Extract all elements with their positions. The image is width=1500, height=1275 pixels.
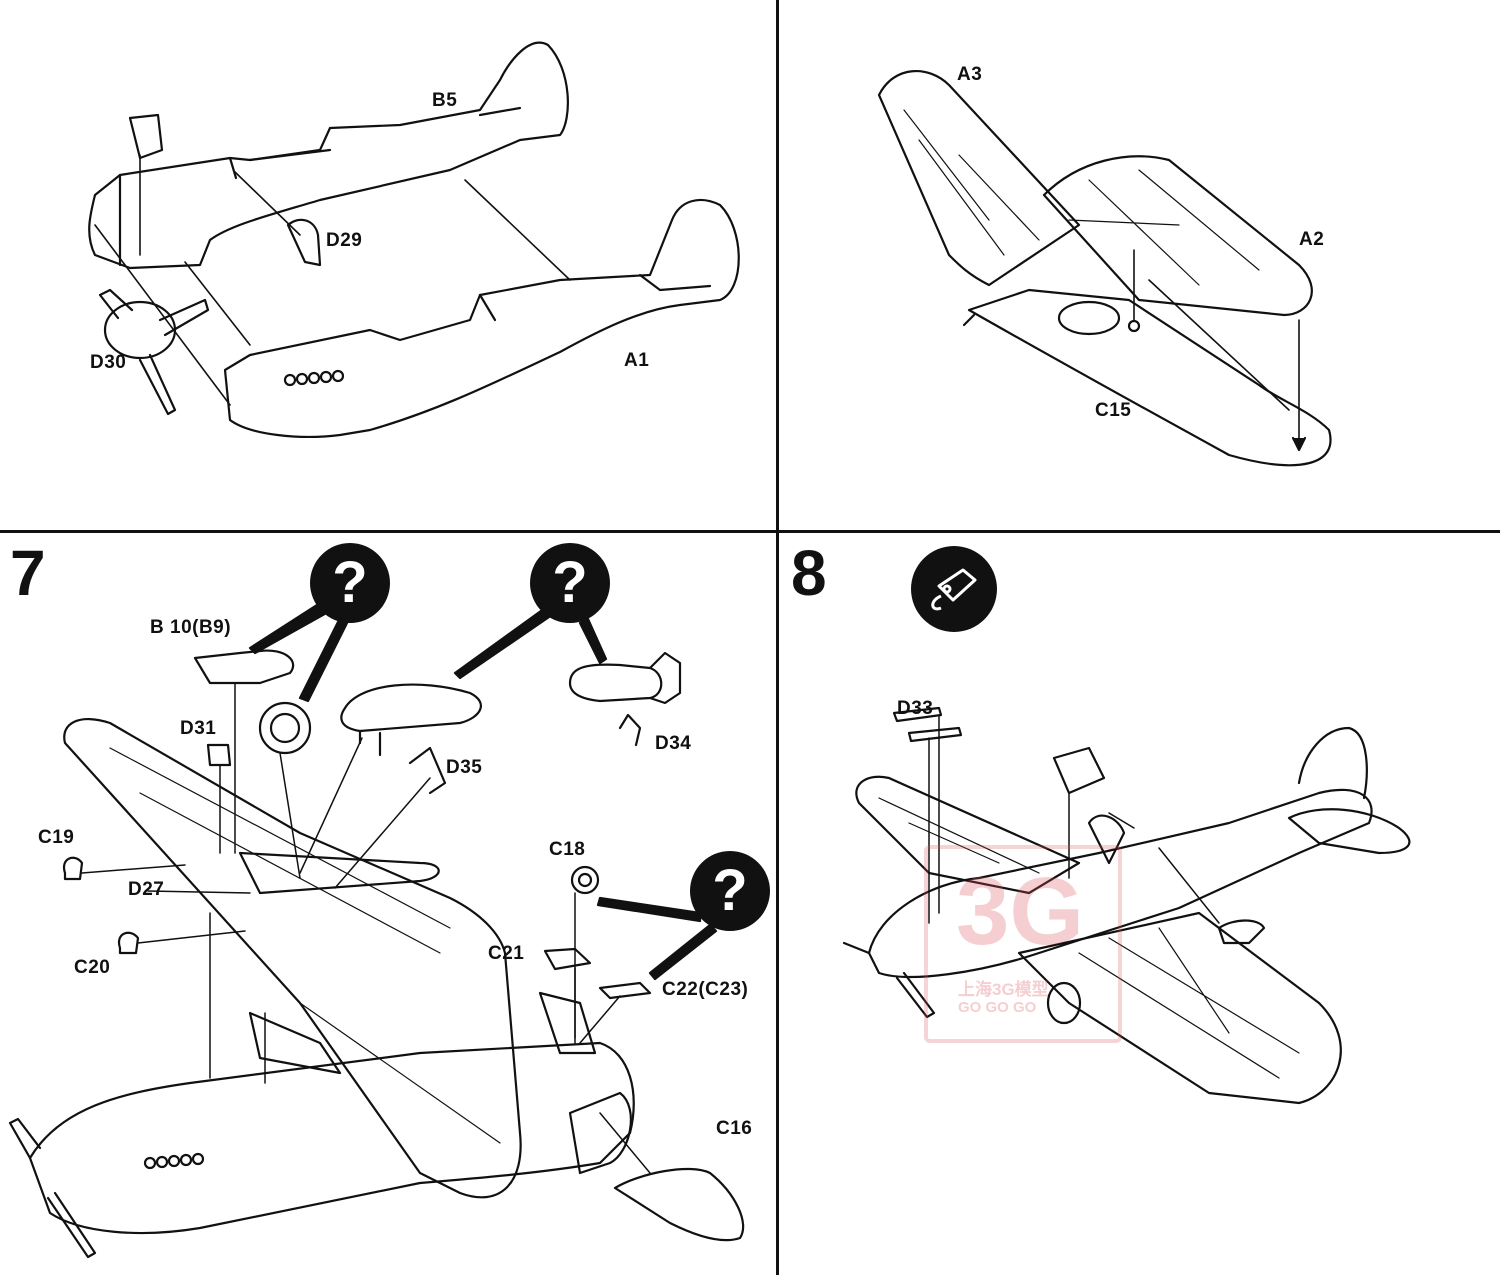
question-mark-icon: ? [530,543,610,623]
part-seat [128,113,164,160]
label-d29: D29 [326,230,363,251]
horizontal-divider [0,530,1500,533]
part-c16 [613,1167,745,1242]
part-c15-outline [967,288,1332,467]
label-c22: C22(C23) [662,979,749,1000]
part-d35-drop-tank [340,683,482,733]
part-c22 [598,981,652,1000]
part-c19 [62,856,84,881]
part-d30-propeller [98,288,210,416]
part-d29 [286,218,322,267]
label-c16: C16 [716,1118,753,1139]
part-a3-outline [877,70,1081,287]
label-c21: C21 [488,943,525,964]
step-7-drawing [8,601,745,1259]
label-c20: C20 [74,957,111,978]
fuselage-outline [28,1041,635,1235]
label-d33: D33 [897,698,934,719]
part-d34-bomb [568,663,663,703]
question-mark-icon: ? [690,851,770,931]
panel-wing-assembly: A3 A2 C15 [779,0,1500,530]
label-c18: C18 [549,839,586,860]
part-b5-outline [88,41,569,270]
part-a2-outline [1042,155,1313,317]
part-c21 [543,947,592,971]
part-d33 [892,706,943,723]
label-a3: A3 [957,64,983,85]
panel-step-8: 8 [779,533,1500,1275]
panel-step-7: 7 ? ? ? [0,533,776,1275]
wing-outline [63,718,522,1199]
step-8-drawing [842,706,1411,1105]
part-c20 [117,931,140,955]
label-b10: B 10(B9) [150,617,232,638]
part-a1-outline [223,198,740,438]
label-c15: C15 [1095,400,1132,421]
vertical-divider [776,0,779,1275]
exhaust-stacks [143,1152,205,1170]
label-d30: D30 [90,352,127,373]
label-d35: D35 [446,757,483,778]
wing-drawing [877,70,1332,467]
step-number-7: 7 [10,537,46,609]
panel-fuselage-assembly: B5 D29 D30 A1 [0,0,776,530]
decal-tag-icon [911,546,997,632]
label-c19: C19 [38,827,75,848]
label-d27: D27 [128,879,165,900]
exhaust-stacks [283,369,345,387]
watermark-line2: GO GO GO [958,999,1037,1016]
part-b10 [193,649,295,685]
watermark-line1: 上海3G模型 [958,980,1049,999]
label-b5: B5 [432,90,458,111]
watermark: 3G 上海3G模型 GO GO GO [924,845,1122,1043]
part-d31 [206,743,232,767]
label-d34: D34 [655,733,692,754]
part-canopy [1052,746,1106,795]
label-d31: D31 [180,718,217,739]
label-a1: A1 [624,350,650,371]
label-a2: A2 [1299,229,1325,250]
watermark-logo: 3G [956,858,1085,965]
fuselage-drawing [88,41,740,438]
step-number-8: 8 [791,537,827,609]
